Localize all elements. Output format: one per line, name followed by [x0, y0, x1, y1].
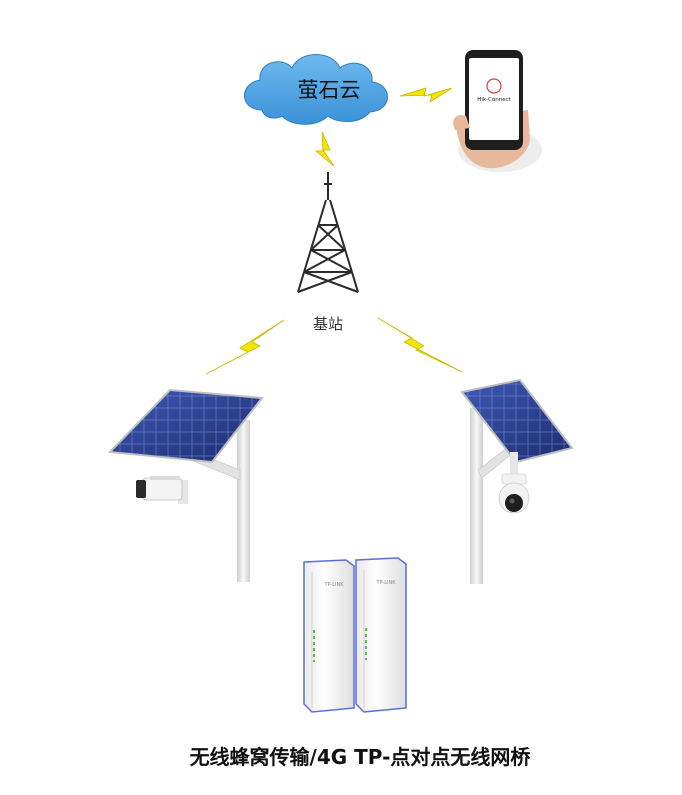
bridge-brand-right: TP-LINK [375, 580, 396, 586]
base-station-label: 基站 [312, 315, 343, 333]
solar-panel-right [460, 378, 574, 464]
diagram-caption: 无线蜂窝传输/4G TP-点对点无线网桥 [189, 745, 531, 769]
cloud-icon [244, 54, 388, 125]
dome-camera-icon [498, 452, 530, 514]
tower-icon [297, 172, 359, 293]
bridge-brand-left: TP-LINK [323, 582, 344, 588]
lightning-cloud-phone-icon [399, 87, 453, 103]
smartphone-icon: Hik-Connect [453, 50, 542, 172]
wireless-bridge-left: TP-LINK [303, 559, 355, 713]
solar-dome-camera [460, 378, 574, 584]
lightning-right-icon [377, 317, 463, 373]
lightning-left-icon [205, 319, 285, 375]
lightning-cloud-tower-icon [314, 131, 335, 167]
solar-panel-left [107, 388, 264, 464]
wireless-bridge-right: TP-LINK [355, 557, 407, 713]
bullet-camera-icon [136, 476, 188, 504]
solar-bullet-camera [107, 388, 264, 582]
phone-app-name: Hik-Connect [477, 97, 511, 103]
cloud-label: 萤石云 [297, 78, 361, 102]
